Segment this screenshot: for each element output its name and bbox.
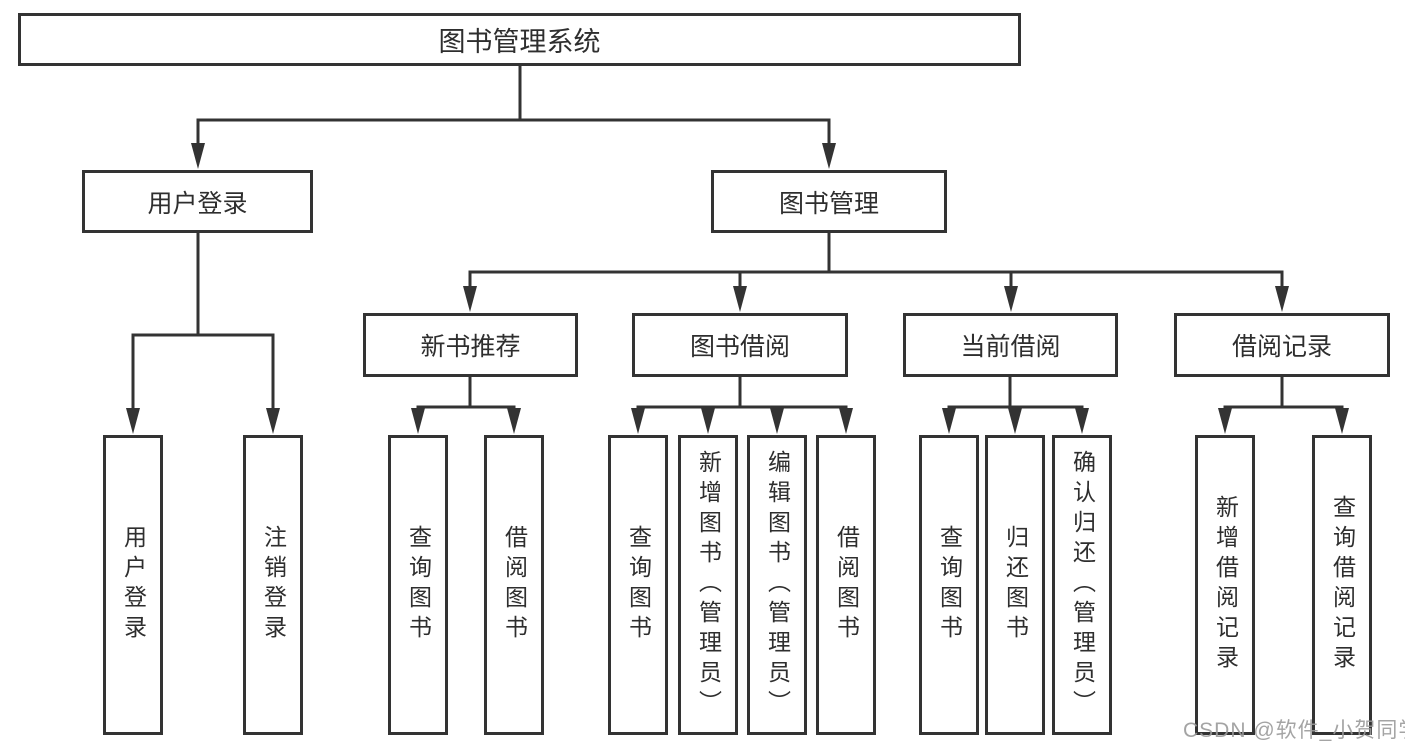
leaf-query-books-2: 查询图书 (608, 435, 668, 735)
node-book-borrowing: 图书借阅 (632, 313, 848, 377)
node-current-borrowing: 当前借阅 (903, 313, 1118, 377)
watermark: CSDN @软件_小贺同学 (1183, 719, 1405, 742)
leaf-confirm-return-admin: 确认归还（管理员） (1052, 435, 1112, 735)
leaf-user-login: 用户登录 (103, 435, 163, 735)
node-user-login: 用户登录 (82, 170, 313, 233)
leaf-add-borrow-record: 新增借阅记录 (1195, 435, 1255, 735)
leaf-edit-book-admin: 编辑图书（管理员） (747, 435, 807, 735)
leaf-query-borrow-record: 查询借阅记录 (1312, 435, 1372, 735)
leaf-borrow-books-2: 借阅图书 (816, 435, 876, 735)
leaf-query-books-3: 查询图书 (919, 435, 979, 735)
leaf-logout: 注销登录 (243, 435, 303, 735)
node-book-management: 图书管理 (711, 170, 947, 233)
leaf-query-books-1: 查询图书 (388, 435, 448, 735)
leaf-borrow-books-1: 借阅图书 (484, 435, 544, 735)
node-new-book-recommendation: 新书推荐 (363, 313, 578, 377)
node-library-management-system: 图书管理系统 (18, 13, 1021, 66)
leaf-return-book: 归还图书 (985, 435, 1045, 735)
node-borrowing-records: 借阅记录 (1174, 313, 1390, 377)
leaf-add-book-admin: 新增图书（管理员） (678, 435, 738, 735)
